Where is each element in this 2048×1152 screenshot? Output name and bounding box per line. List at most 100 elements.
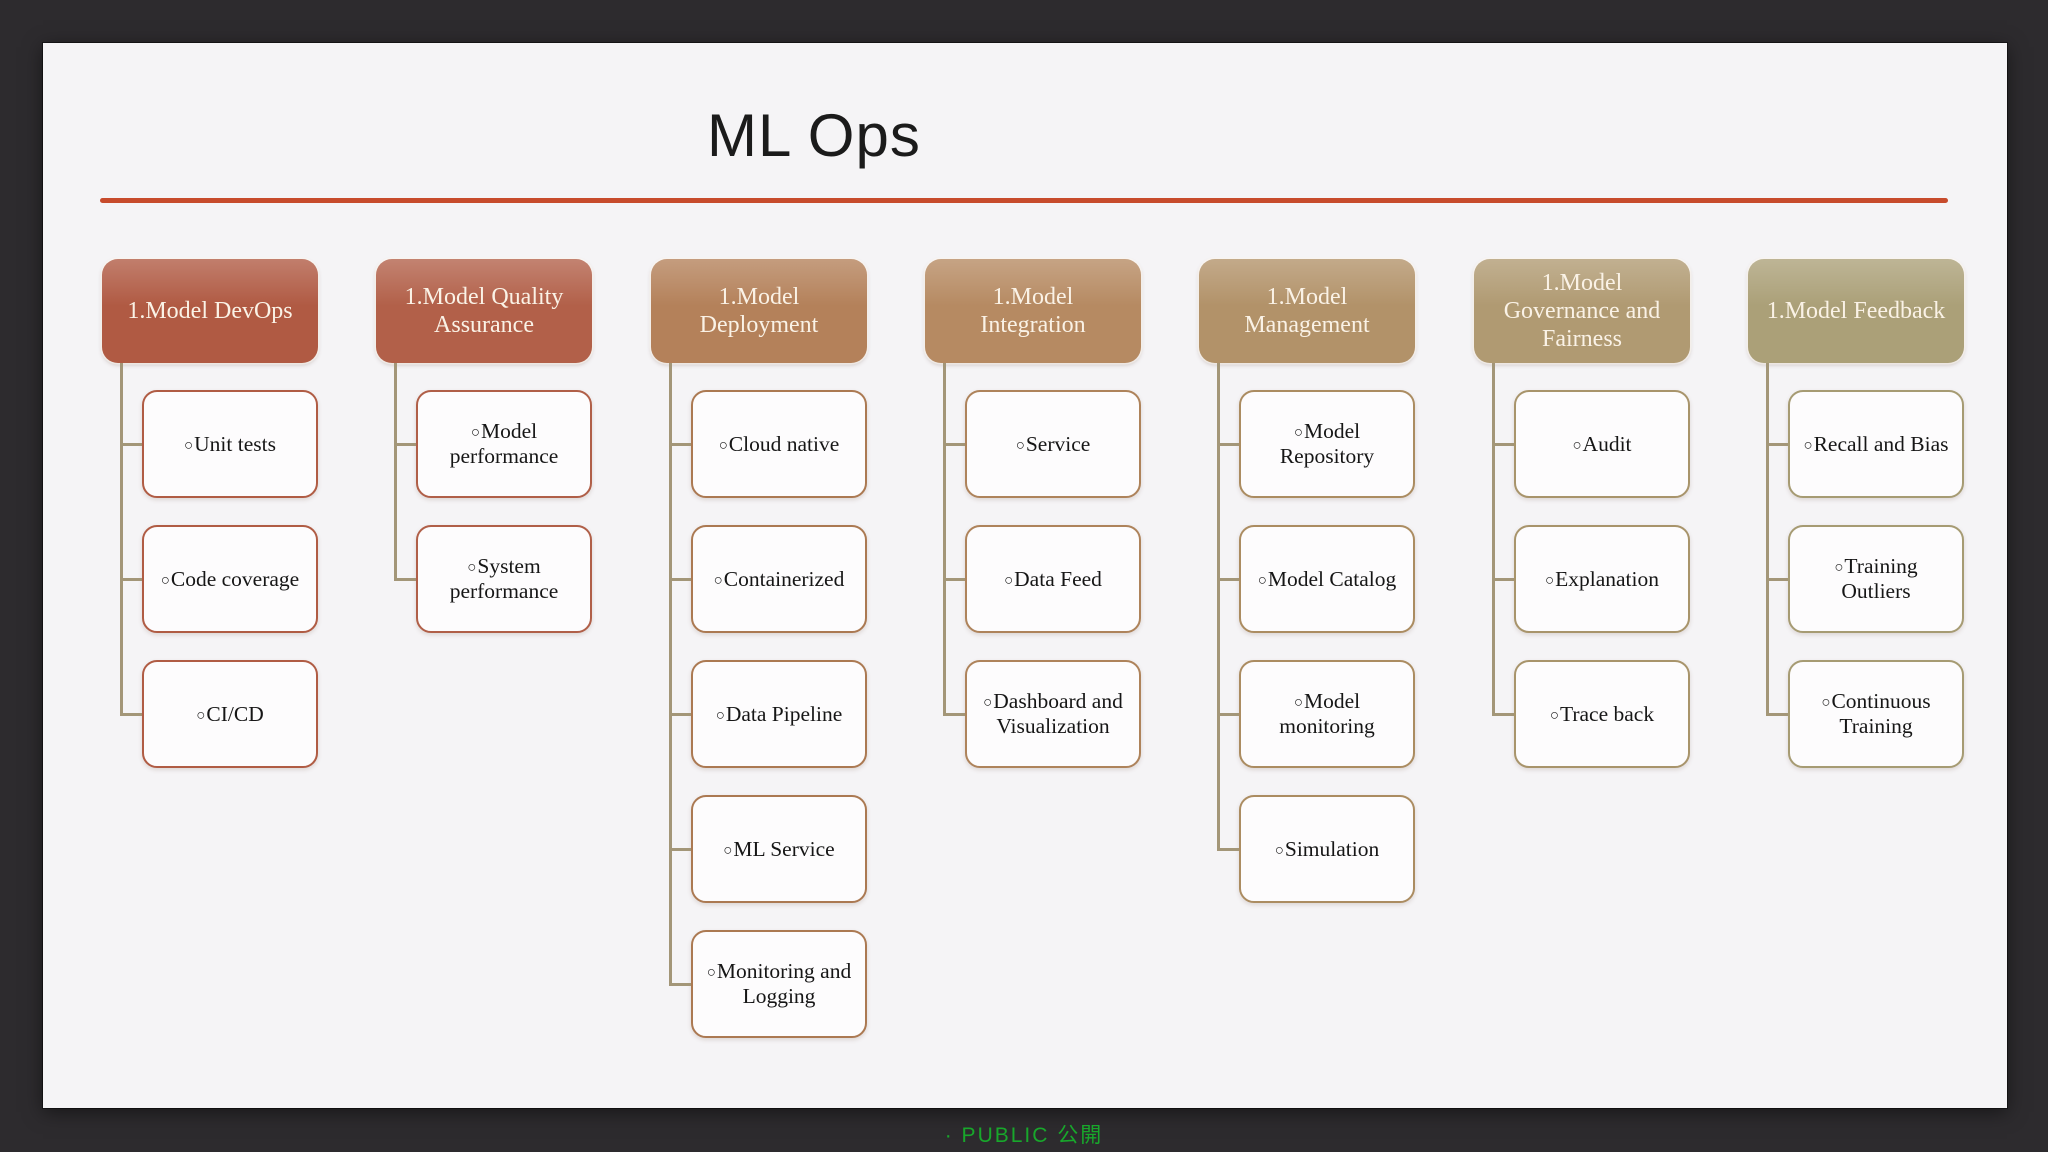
connector-stub-line bbox=[942, 577, 965, 581]
connector-stub-line bbox=[119, 442, 142, 446]
diagram-item-box: ○Containerized bbox=[668, 525, 867, 633]
column-header-label: 1.Model Feedback bbox=[1766, 297, 1946, 324]
diagram-item-box: ○Model monitoring bbox=[1216, 660, 1415, 768]
diagram-column: 1.Model DevOps○Unit tests○Code coverage○… bbox=[102, 259, 318, 768]
connector-stub-line bbox=[668, 577, 691, 581]
connector-stub-line bbox=[942, 712, 965, 716]
diagram-item-label: ○Unit tests bbox=[184, 431, 276, 456]
connector-stub-line bbox=[119, 712, 142, 716]
diagram-item-label: ○Model Catalog bbox=[1257, 566, 1397, 591]
circle-bullet-icon: ○ bbox=[184, 437, 194, 454]
column-header-box: 1.Model Integration bbox=[925, 259, 1141, 363]
diagram-column: 1.Model Management○Model Repository○Mode… bbox=[1199, 259, 1415, 903]
circle-bullet-icon: ○ bbox=[706, 965, 716, 982]
connector-vertical-line bbox=[1766, 363, 1769, 716]
diagram-item-box: ○Trace back bbox=[1491, 660, 1690, 768]
circle-bullet-icon: ○ bbox=[1803, 437, 1813, 454]
connector-stub-line bbox=[1491, 577, 1514, 581]
diagram-column: 1.Model Governance and Fairness ○Audit ○Ex… bbox=[1474, 259, 1690, 768]
circle-bullet-icon: ○ bbox=[718, 437, 728, 454]
connector-stub-line bbox=[1216, 442, 1239, 446]
diagram-item-label: ○Trace back bbox=[1549, 701, 1655, 726]
diagram-item-box: ○Code coverage bbox=[119, 525, 318, 633]
diagram-column: 1.Model Deployment ○Cloud native ○Containe… bbox=[651, 259, 867, 1038]
diagram-item-box: ○Simulation bbox=[1216, 795, 1415, 903]
diagram-item-label: ○Model monitoring bbox=[1279, 689, 1375, 738]
column-header-label: 1.Model Governance and Fairness bbox=[1503, 269, 1661, 353]
diagram-item-box: ○Explanation bbox=[1491, 525, 1690, 633]
diagram-item-box: ○Dashboard and Visualization bbox=[942, 660, 1141, 768]
diagram-item-box: ○CI/CD bbox=[119, 660, 318, 768]
connector-vertical-line bbox=[120, 363, 123, 716]
circle-bullet-icon: ○ bbox=[1293, 695, 1303, 712]
diagram-item-box: ○Data Feed bbox=[942, 525, 1141, 633]
diagram-item-box: ○Model Repository bbox=[1216, 390, 1415, 498]
connector-vertical-line bbox=[1217, 363, 1220, 851]
connector-stub-line bbox=[1765, 442, 1788, 446]
title-underline bbox=[100, 198, 1948, 203]
circle-bullet-icon: ○ bbox=[1274, 842, 1284, 859]
connector-stub-line bbox=[942, 442, 965, 446]
diagram-item-box: ○Recall and Bias bbox=[1765, 390, 1964, 498]
circle-bullet-icon: ○ bbox=[1572, 437, 1582, 454]
circle-bullet-icon: ○ bbox=[1549, 707, 1559, 724]
circle-bullet-icon: ○ bbox=[1257, 572, 1267, 589]
circle-bullet-icon: ○ bbox=[713, 572, 723, 589]
connector-stub-line bbox=[668, 982, 691, 986]
diagram-column: 1.Model Feedback○Recall and Bias○Trainin… bbox=[1748, 259, 1964, 768]
connector-stub-line bbox=[668, 847, 691, 851]
diagram-column: 1.Model Integration ○Service ○Data Feed ○Da… bbox=[925, 259, 1141, 768]
diagram-item-label: ○Model Repository bbox=[1279, 419, 1375, 468]
diagram-item-label: ○Cloud native bbox=[718, 431, 840, 456]
diagram-item-label: ○ML Service bbox=[723, 836, 835, 861]
diagram-item-label: ○Service bbox=[1015, 431, 1091, 456]
column-header-box: 1.Model Feedback bbox=[1748, 259, 1964, 363]
connector-stub-line bbox=[1491, 442, 1514, 446]
connector-vertical-line bbox=[1492, 363, 1495, 716]
diagram-item-box: ○Monitoring and Logging bbox=[668, 930, 867, 1038]
diagram-item-label: ○Recall and Bias bbox=[1803, 431, 1949, 456]
connector-stub-line bbox=[1216, 577, 1239, 581]
diagram-item-box: ○Continuous Training bbox=[1765, 660, 1964, 768]
classification-footer: · PUBLIC 公開 bbox=[944, 1124, 1104, 1147]
diagram-item-label: ○Continuous Training bbox=[1821, 689, 1931, 738]
connector-stub-line bbox=[1765, 577, 1788, 581]
diagram-item-label: ○CI/CD bbox=[196, 701, 264, 726]
circle-bullet-icon: ○ bbox=[1834, 560, 1844, 577]
diagram-item-box: ○ML Service bbox=[668, 795, 867, 903]
diagram-item-label: ○Simulation bbox=[1274, 836, 1380, 861]
column-header-box: 1.Model Governance and Fairness bbox=[1474, 259, 1690, 363]
column-header-box: 1.Model Quality Assurance bbox=[376, 259, 592, 363]
circle-bullet-icon: ○ bbox=[983, 695, 993, 712]
diagram-item-label: ○System performance bbox=[449, 554, 559, 603]
slide-canvas: ML Ops 1.Model DevOps○Unit tests○Code co… bbox=[43, 43, 2007, 1108]
diagram-item-box: ○Audit bbox=[1491, 390, 1690, 498]
diagram-item-box: ○Unit tests bbox=[119, 390, 318, 498]
connector-stub-line bbox=[1216, 712, 1239, 716]
diagram-item-label: ○Model performance bbox=[449, 419, 559, 468]
diagram-item-label: ○Data Feed bbox=[1004, 566, 1102, 591]
circle-bullet-icon: ○ bbox=[160, 572, 170, 589]
diagram-item-label: ○Monitoring and Logging bbox=[706, 959, 852, 1008]
connector-stub-line bbox=[1216, 847, 1239, 851]
circle-bullet-icon: ○ bbox=[1004, 572, 1014, 589]
column-header-box: 1.Model Deployment bbox=[651, 259, 867, 363]
diagram-item-label: ○Audit bbox=[1572, 431, 1632, 456]
connector-vertical-line bbox=[394, 363, 397, 581]
circle-bullet-icon: ○ bbox=[1293, 425, 1303, 442]
diagram-item-label: ○Dashboard and Visualization bbox=[983, 689, 1123, 738]
column-header-box: 1.Model DevOps bbox=[102, 259, 318, 363]
diagram-column: 1.Model Quality Assurance ○Model performa… bbox=[376, 259, 592, 633]
connector-stub-line bbox=[119, 577, 142, 581]
mlops-hierarchy-diagram: 1.Model DevOps○Unit tests○Code coverage○… bbox=[43, 43, 2007, 1108]
diagram-item-box: ○System performance bbox=[393, 525, 592, 633]
diagram-item-box: ○Cloud native bbox=[668, 390, 867, 498]
connector-stub-line bbox=[393, 577, 416, 581]
slide-title: ML Ops bbox=[707, 102, 921, 169]
column-header-label: 1.Model Integration bbox=[980, 283, 1086, 338]
diagram-item-label: ○Explanation bbox=[1545, 566, 1659, 591]
connector-vertical-line bbox=[669, 363, 672, 986]
column-header-label: 1.Model Quality Assurance bbox=[404, 283, 564, 338]
circle-bullet-icon: ○ bbox=[715, 707, 725, 724]
